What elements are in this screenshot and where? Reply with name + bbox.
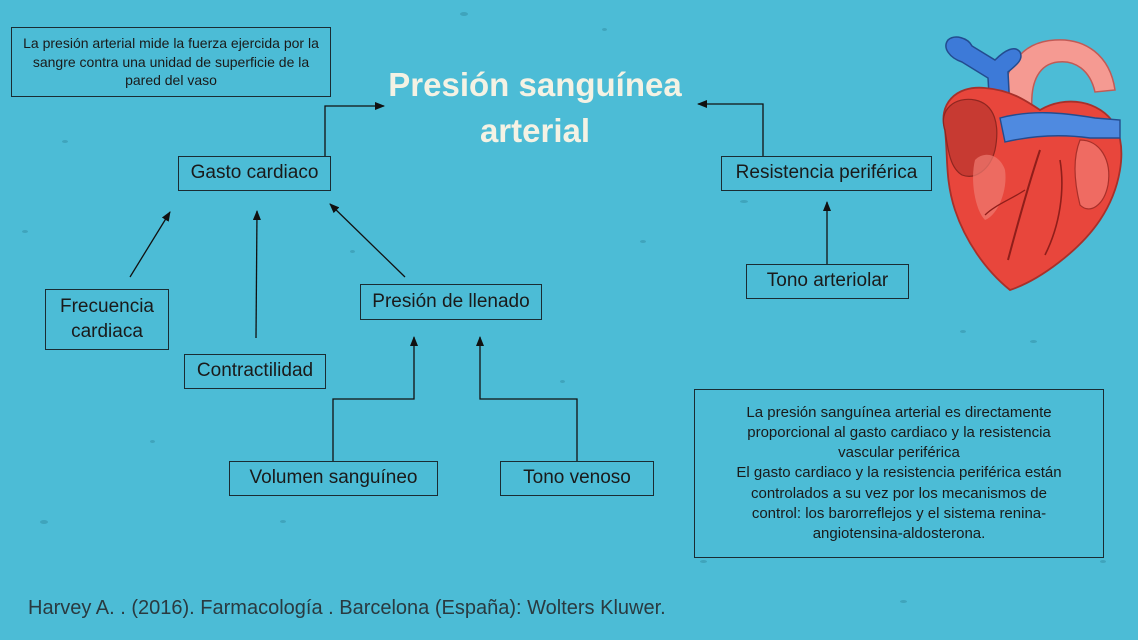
summary-line-3: vascular periférica	[838, 444, 960, 462]
summary-line-4: El gasto cardiaco y la resistencia perif…	[736, 464, 1062, 482]
arrow-llenado-to-gasto	[329, 203, 406, 278]
node-tono-arteriolar: Tono arteriolar	[746, 264, 909, 299]
node-resistencia-periferica-label: Resistencia periférica	[735, 162, 918, 184]
title-line-1: Presión sanguínea	[388, 66, 682, 103]
arrow-resistencia-to-title	[697, 100, 764, 156]
definition-note: La presión arterial mide la fuerza ejerc…	[11, 27, 331, 97]
summary-line-5: controlados a su vez por los mecanismos …	[751, 484, 1047, 502]
arrow-tono-venoso-to-llenado	[476, 336, 578, 461]
node-presion-llenado-label: Presión de llenado	[372, 290, 530, 312]
node-tono-venoso-label: Tono venoso	[523, 467, 631, 489]
node-tono-venoso: Tono venoso	[500, 461, 654, 496]
node-tono-arteriolar-label: Tono arteriolar	[766, 270, 889, 292]
arrow-gasto-to-title	[324, 102, 385, 156]
arrow-volumen-to-llenado	[332, 336, 418, 461]
node-frecuencia-cardiaca: Frecuencia cardiaca	[45, 289, 169, 350]
citation: Harvey A. . (2016). Farmacología . Barce…	[28, 597, 666, 619]
node-volumen-sanguineo: Volumen sanguíneo	[229, 461, 438, 496]
summary-line-6: control: los barorreflejos y el sistema …	[751, 504, 1047, 522]
node-resistencia-periferica: Resistencia periférica	[721, 156, 932, 191]
summary-note: La presión sanguínea arterial es directa…	[694, 389, 1104, 558]
node-volumen-sanguineo-label: Volumen sanguíneo	[249, 467, 418, 489]
diagram-title: Presión sanguínea arterial	[370, 62, 700, 154]
arrow-frecuencia-to-gasto	[129, 211, 171, 278]
title-line-2: arterial	[479, 112, 591, 150]
summary-line-1: La presión sanguínea arterial es directa…	[746, 403, 1052, 421]
summary-line-7: angiotensina-aldosterona.	[812, 525, 986, 543]
node-frecuencia-label-1: Frecuencia	[60, 295, 154, 317]
node-gasto-cardiaco: Gasto cardiaco	[178, 156, 331, 191]
arrow-contractilidad-to-gasto	[252, 210, 261, 339]
node-presion-llenado: Presión de llenado	[360, 284, 542, 320]
node-frecuencia-label-2: cardiaca	[71, 320, 143, 342]
summary-line-2: proporcional al gasto cardiaco y la resi…	[747, 423, 1051, 441]
definition-note-text: La presión arterial mide la fuerza ejerc…	[23, 34, 319, 89]
node-gasto-cardiaco-label: Gasto cardiaco	[190, 162, 319, 184]
node-contractilidad: Contractilidad	[184, 354, 326, 389]
node-contractilidad-label: Contractilidad	[196, 360, 314, 382]
